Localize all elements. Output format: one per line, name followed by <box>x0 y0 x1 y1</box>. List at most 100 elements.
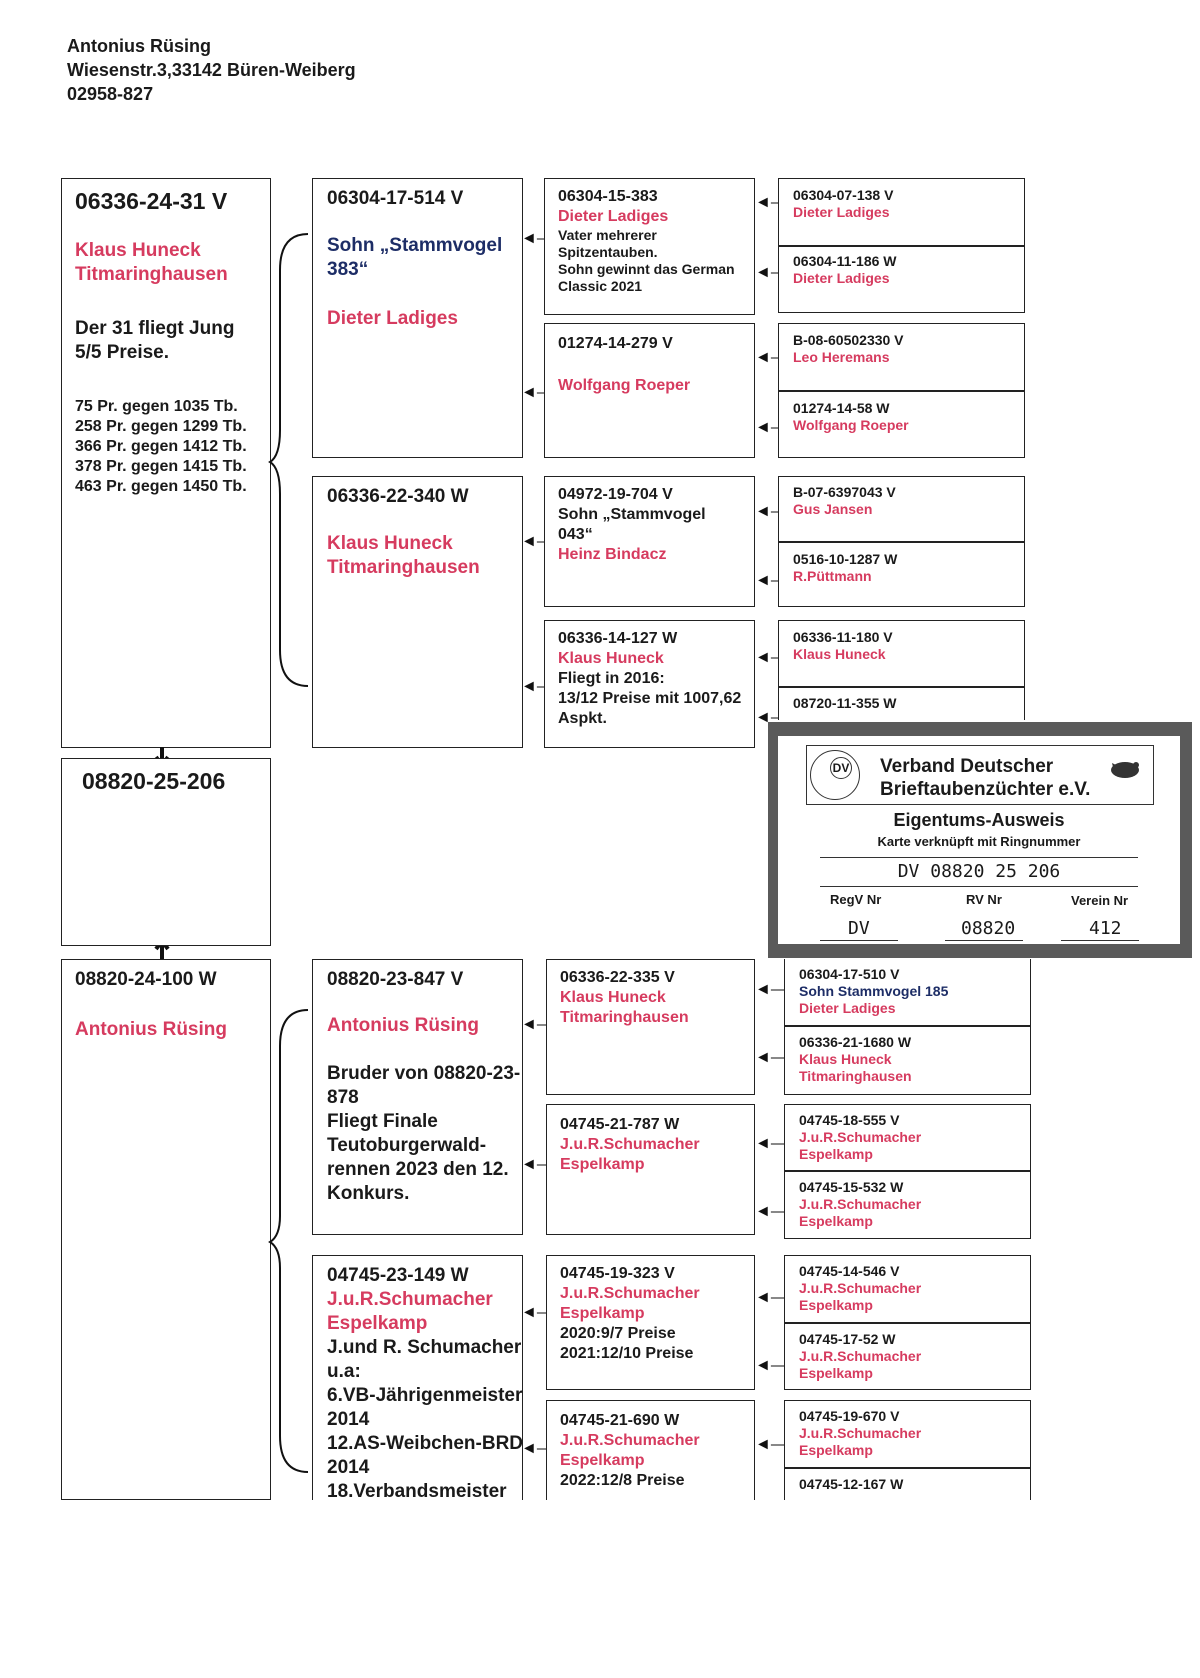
mff-breeder-2: Titmaringhausen <box>560 1009 689 1026</box>
gg-breeder-2: Titmaringhausen <box>799 1068 912 1084</box>
left-arrow-icon: ◄— <box>521 1016 553 1033</box>
gg-entry: 0516-10-1287 W R.Püttmann <box>793 551 897 585</box>
gg-entry: 04745-12-167 W <box>799 1476 903 1493</box>
gg-ring: 04745-15-532 W <box>799 1179 904 1195</box>
divider <box>784 1170 1031 1172</box>
gg-entry: B-07-6397043 V Gus Jansen <box>793 484 896 518</box>
gg-entry: 06304-17-510 V Sohn Stammvogel 185 Diete… <box>799 966 948 1017</box>
mm-breeder-2: Espelkamp <box>327 1313 428 1334</box>
divider <box>778 245 1025 247</box>
left-arrow-icon: ◄— <box>755 981 787 998</box>
left-arrow-icon: ◄— <box>755 1289 787 1306</box>
certificate-title: Eigentums-Ausweis <box>778 810 1180 831</box>
fff-note: Sohn gewinnt das German <box>558 261 735 277</box>
mfm-breeder-2: Espelkamp <box>560 1156 645 1173</box>
fmf-breeder: Heinz Bindacz <box>558 546 667 563</box>
gg-ring: B-07-6397043 V <box>793 484 896 500</box>
mff-ring: 06336-22-335 V <box>560 969 675 986</box>
mmm-breeder-2: Espelkamp <box>560 1452 645 1469</box>
mmf-note: 2021:12/10 Preise <box>560 1345 694 1362</box>
mf-note: Fliegt Finale <box>327 1111 438 1132</box>
divider <box>784 1025 1031 1027</box>
certificate-logo-banner <box>806 745 1154 805</box>
fmf-ring: 04972-19-704 V <box>558 486 673 503</box>
divider <box>945 940 1023 941</box>
fff-breeder: Dieter Ladiges <box>558 208 669 225</box>
fff-ring: 06304-15-383 <box>558 188 658 205</box>
fm-breeder-2: Titmaringhausen <box>327 557 480 578</box>
fmm-note: Fliegt in 2016: <box>558 670 665 687</box>
father-prize: 258 Pr. gegen 1299 Tb. <box>75 418 247 435</box>
fff-note: Vater mehrerer <box>558 227 657 243</box>
certificate-col2-value: 08820 <box>961 918 1016 939</box>
mm-note: 2014 <box>327 1409 370 1430</box>
owner-address: Wiesenstr.3,33142 Büren-Weiberg <box>67 60 356 80</box>
gg-ring: 06304-11-186 W <box>793 253 897 269</box>
gg-pair-card <box>784 959 1031 1095</box>
mfm-ring: 04745-21-787 W <box>560 1116 680 1133</box>
mf-note: 878 <box>327 1087 359 1108</box>
mmf-breeder-1: J.u.R.Schumacher <box>560 1285 700 1302</box>
gg-breeder: J.u.R.Schumacher <box>799 1129 922 1145</box>
father-card: 06336-24-31 V Klaus Huneck Titmaringhaus… <box>61 178 271 748</box>
mf-card: 08820-23-847 V Antonius Rüsing Bruder vo… <box>312 959 523 1235</box>
gg-ring: 04745-14-546 V <box>799 1263 900 1279</box>
certificate-subtitle-text: Karte verknüpft mit Ringnummer <box>877 834 1081 849</box>
certificate-org: Verband Deutscher Brieftaubenzüchter e.V… <box>880 755 1090 801</box>
left-arrow-icon: ◄— <box>521 1440 553 1457</box>
father-prize: 75 Pr. gegen 1035 Tb. <box>75 398 238 415</box>
father-note-1: Der 31 fliegt Jung <box>75 318 235 339</box>
father-breeder-1: Klaus Huneck <box>75 240 201 261</box>
gg-breeder: J.u.R.Schumacher <box>799 1348 922 1364</box>
certificate-ring-number: DV 08820 25 206 <box>897 861 1061 882</box>
ff-ring: 06304-17-514 V <box>327 188 464 209</box>
owner-header: Antonius Rüsing Wiesenstr.3,33142 Büren-… <box>67 34 356 106</box>
gg-breeder-2: Espelkamp <box>799 1365 873 1381</box>
gg-ring: 04745-12-167 W <box>799 1476 904 1492</box>
mf-breeder: Antonius Rüsing <box>327 1015 479 1036</box>
gg-entry: 08720-11-355 W <box>793 695 897 712</box>
pigeon-icon <box>1111 762 1139 778</box>
fmm-breeder: Klaus Huneck <box>558 650 664 667</box>
gg-breeder: Wolfgang Roeper <box>793 417 909 433</box>
gg-entry: 01274-14-58 W Wolfgang Roeper <box>793 400 909 434</box>
father-prize: 366 Pr. gegen 1412 Tb. <box>75 438 247 455</box>
mm-note: 2014 <box>327 1457 370 1478</box>
gg-entry: B-08-60502330 V Leo Heremans <box>793 332 904 366</box>
gg-breeder-2: Espelkamp <box>799 1213 873 1229</box>
mmf-note: 2020:9/7 Preise <box>560 1325 676 1342</box>
mf-note: Bruder von 08820-23- <box>327 1063 521 1084</box>
father-note-2: 5/5 Preise. <box>75 342 170 363</box>
gg-breeder-2: Espelkamp <box>799 1297 873 1313</box>
divider <box>1061 940 1139 941</box>
mf-note: rennen 2023 den 12. <box>327 1159 509 1180</box>
mother-card: 08820-24-100 W Antonius Rüsing <box>61 959 271 1500</box>
divider <box>820 857 1138 858</box>
left-arrow-icon: ◄— <box>755 1135 787 1152</box>
ff-line-2: 383“ <box>327 259 369 280</box>
fm-ring: 06336-22-340 W <box>327 486 469 507</box>
mm-breeder-1: J.u.R.Schumacher <box>327 1289 493 1310</box>
gg-entry: 04745-15-532 W J.u.R.Schumacher Espelkam… <box>799 1179 921 1230</box>
mmm-note: 2022:12/8 Preise <box>560 1472 685 1489</box>
gg-entry: 06336-11-180 V Klaus Huneck <box>793 629 893 663</box>
mfm-card: 04745-21-787 W J.u.R.Schumacher Espelkam… <box>546 1104 755 1235</box>
gg-breeder: Dieter Ladiges <box>793 270 890 286</box>
divider <box>784 1467 1031 1469</box>
fmf-card: 04972-19-704 V Sohn „Stammvogel 043“ Hei… <box>544 476 755 607</box>
mf-note: Konkurs. <box>327 1183 410 1204</box>
mmm-breeder-1: J.u.R.Schumacher <box>560 1432 700 1449</box>
gg-breeder: Leo Heremans <box>793 349 890 365</box>
mf-ring: 08820-23-847 V <box>327 969 464 990</box>
gg-note: Sohn Stammvogel 185 <box>799 983 949 999</box>
divider <box>778 686 1025 688</box>
ffm-ring: 01274-14-279 V <box>558 335 673 352</box>
divider <box>778 541 1025 543</box>
fmm-card: 06336-14-127 W Klaus Huneck Fliegt in 20… <box>544 620 755 748</box>
gg-breeder-2: Espelkamp <box>799 1146 873 1162</box>
fm-breeder-1: Klaus Huneck <box>327 533 453 554</box>
gg-breeder: Klaus Huneck <box>799 1051 892 1067</box>
gg-breeder: J.u.R.Schumacher <box>799 1196 922 1212</box>
left-arrow-icon: ◄— <box>521 1156 553 1173</box>
mm-note: u.a: <box>327 1361 361 1382</box>
